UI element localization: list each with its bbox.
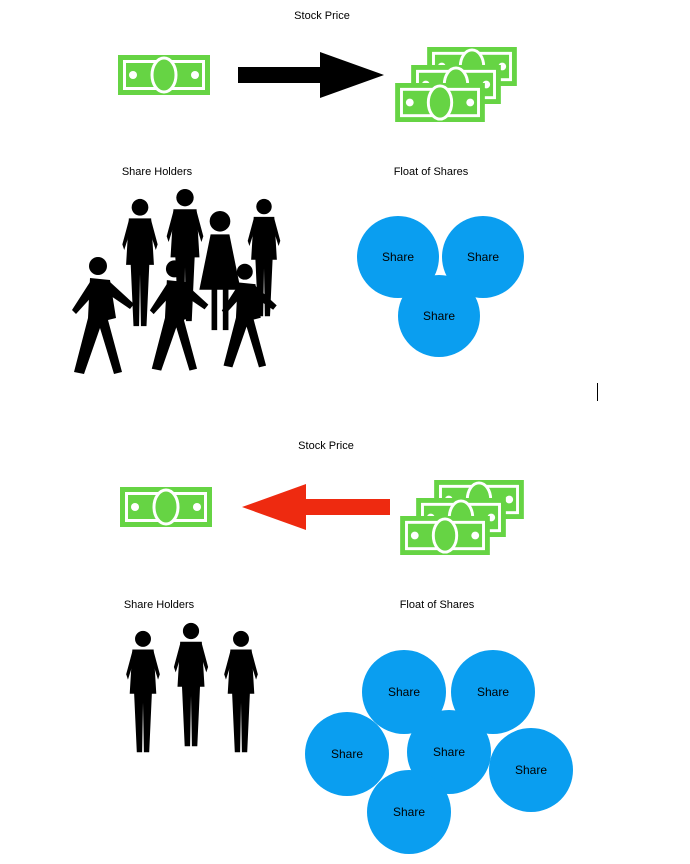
- shareholders-label: Share Holders: [121, 166, 193, 178]
- float-of-shares-label: Float of Shares: [393, 166, 469, 178]
- text-cursor: [597, 383, 598, 401]
- share-circle: Share: [357, 216, 439, 298]
- arrow-left-icon: [242, 484, 390, 530]
- shareholders-label: Share Holders: [123, 599, 195, 611]
- money-bill-icon: [118, 55, 210, 95]
- share-circle: Share: [489, 728, 573, 812]
- float-of-shares-label: Float of Shares: [399, 599, 475, 611]
- money-stack-icon: [400, 480, 524, 555]
- stock-price-label: Stock Price: [298, 440, 354, 452]
- money-bill-icon: [120, 487, 212, 527]
- share-circle: Share: [305, 712, 389, 796]
- shareholders-crowd-icon: [72, 188, 281, 374]
- shareholders-group-icon: [126, 622, 258, 753]
- share-circle: Share: [367, 770, 451, 854]
- arrow-right-icon: [238, 52, 384, 98]
- stock-price-label: Stock Price: [294, 10, 350, 22]
- money-stack-icon: [395, 47, 517, 122]
- share-circle: Share: [398, 275, 480, 357]
